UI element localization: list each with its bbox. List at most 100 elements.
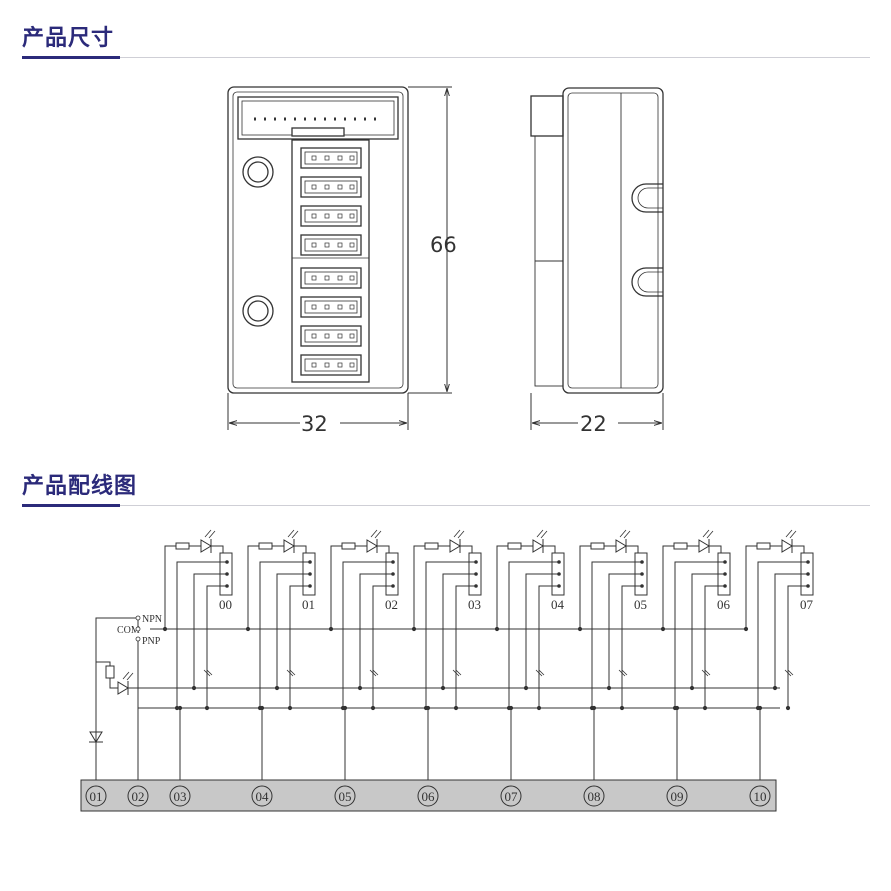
sensor-indicator-icon bbox=[618, 669, 628, 677]
channel-label: 01 bbox=[302, 597, 315, 612]
led-icon bbox=[615, 529, 631, 553]
front-outline bbox=[227, 86, 409, 394]
protection-diode-icon bbox=[89, 731, 103, 743]
terminal-slot bbox=[300, 267, 362, 289]
com-label: COM bbox=[117, 625, 140, 636]
front-inner-outline bbox=[232, 91, 404, 389]
sensor-indicator-icon bbox=[701, 669, 711, 677]
resistor-icon bbox=[673, 542, 688, 550]
com-wire bbox=[95, 617, 136, 780]
channel-circuit bbox=[411, 529, 482, 711]
front-view bbox=[227, 86, 409, 394]
svg-text:06: 06 bbox=[422, 789, 436, 804]
svg-text:10: 10 bbox=[754, 789, 767, 804]
side-view bbox=[530, 87, 664, 394]
side-connector bbox=[530, 95, 564, 137]
svg-text:03: 03 bbox=[174, 789, 187, 804]
terminal-slot bbox=[300, 296, 362, 318]
terminal-slot bbox=[300, 234, 362, 256]
pnp-label: PNP bbox=[142, 636, 161, 647]
left-resistor bbox=[105, 665, 115, 679]
terminal-slots bbox=[300, 147, 362, 376]
com-contact bbox=[135, 626, 141, 632]
channel-circuits bbox=[162, 529, 814, 780]
sensor-indicator-icon bbox=[286, 669, 296, 677]
terminal-drop-wire bbox=[591, 705, 597, 780]
channel-circuit bbox=[162, 529, 233, 711]
top-connector bbox=[237, 96, 399, 140]
led-icon bbox=[200, 529, 216, 553]
terminal-number: 07 bbox=[500, 785, 522, 807]
terminal-number: 03 bbox=[169, 785, 191, 807]
terminal-slot bbox=[300, 176, 362, 198]
channel-label: 07 bbox=[800, 597, 814, 612]
resistor-icon bbox=[258, 542, 273, 550]
sensor-indicator-icon bbox=[784, 669, 794, 677]
side-clip-bottom bbox=[631, 267, 663, 297]
sensor-indicator-icon bbox=[452, 669, 462, 677]
resistor-icon bbox=[756, 542, 771, 550]
terminal-number: 05 bbox=[334, 785, 356, 807]
channel-circuit bbox=[660, 529, 731, 711]
dimension-width-label: 32 bbox=[301, 412, 328, 436]
terminal-number: 04 bbox=[251, 785, 273, 807]
side-body bbox=[562, 87, 664, 394]
led-icon bbox=[449, 529, 465, 553]
terminal-drop-wire bbox=[425, 705, 431, 780]
terminal-slot bbox=[300, 325, 362, 347]
npn-label: NPN bbox=[142, 614, 162, 625]
channel-circuit bbox=[328, 529, 399, 711]
dimension-height bbox=[408, 86, 452, 394]
section-title-wiring: 产品配线图 bbox=[22, 474, 138, 499]
section-divider bbox=[22, 505, 870, 506]
wiring-diagram bbox=[89, 529, 814, 780]
terminal-number: 02 bbox=[127, 785, 149, 807]
connector-latch bbox=[291, 127, 345, 137]
led-icon bbox=[283, 529, 299, 553]
side-body-inner bbox=[567, 92, 659, 389]
terminal-number: 09 bbox=[666, 785, 688, 807]
pnp-contact bbox=[135, 636, 141, 642]
terminal-drop-wire bbox=[177, 705, 183, 780]
led-icon bbox=[366, 529, 382, 553]
channel-label: 00 bbox=[219, 597, 232, 612]
terminal-drop-wire bbox=[508, 705, 514, 780]
channel-label: 05 bbox=[634, 597, 647, 612]
sensor-indicator-icon bbox=[535, 669, 545, 677]
dimension-depth-label: 22 bbox=[580, 412, 607, 436]
section-title-dimensions: 产品尺寸 bbox=[22, 26, 115, 51]
terminal-number: 10 bbox=[749, 785, 771, 807]
svg-text:08: 08 bbox=[588, 789, 601, 804]
channel-circuit bbox=[743, 529, 814, 711]
npn-contact bbox=[135, 615, 141, 621]
terminal-slot bbox=[300, 354, 362, 376]
channel-label: 03 bbox=[468, 597, 481, 612]
mounting-hole-bottom bbox=[242, 295, 274, 327]
channel-label: 04 bbox=[551, 597, 565, 612]
terminal-number: 08 bbox=[583, 785, 605, 807]
terminal-number: 06 bbox=[417, 785, 439, 807]
terminal-strip bbox=[80, 779, 777, 812]
left-indicator-wire bbox=[96, 661, 118, 689]
sensor-indicator-icon bbox=[369, 669, 379, 677]
sensor-indicator-icon bbox=[203, 669, 213, 677]
resistor-icon bbox=[424, 542, 439, 550]
side-clip-top bbox=[631, 183, 663, 213]
resistor-icon bbox=[507, 542, 522, 550]
terminal-slot bbox=[300, 205, 362, 227]
led-icon bbox=[698, 529, 714, 553]
svg-text:05: 05 bbox=[339, 789, 352, 804]
terminal-number: 01 bbox=[85, 785, 107, 807]
channel-label: 06 bbox=[717, 597, 731, 612]
svg-text:04: 04 bbox=[256, 789, 270, 804]
section-divider-accent bbox=[22, 56, 120, 59]
svg-text:01: 01 bbox=[90, 789, 103, 804]
terminal-block bbox=[291, 139, 370, 383]
channel-circuit bbox=[577, 529, 648, 711]
section-divider bbox=[22, 57, 870, 58]
channel-circuit bbox=[245, 529, 316, 711]
resistor-icon bbox=[341, 542, 356, 550]
channel-circuit bbox=[494, 529, 565, 711]
